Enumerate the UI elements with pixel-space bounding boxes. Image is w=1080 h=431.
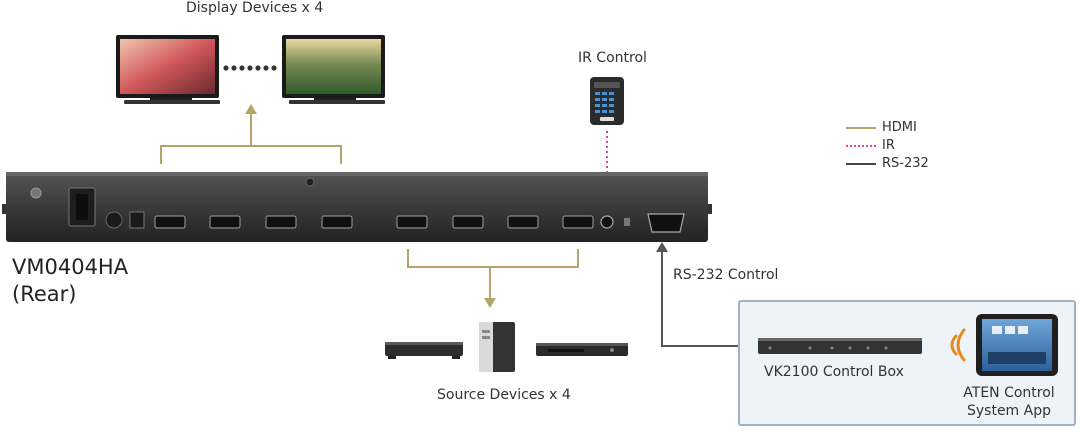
ellipsis-dots [223, 65, 277, 71]
legend-swatch-rs232 [846, 162, 876, 165]
arrow-down [484, 298, 496, 308]
app-label-line1: ATEN Control [963, 385, 1055, 401]
bluray-player-icon [385, 342, 463, 359]
rs232-control-label: RS-232 Control [673, 267, 779, 283]
legend-item-rs232: RS-232 [846, 156, 929, 171]
legend-item-hdmi: HDMI [846, 120, 917, 135]
model-view: (Rear) [12, 282, 77, 306]
hdmi-output-line [160, 112, 342, 164]
tablet-icon [976, 314, 1058, 376]
ir-control-label: IR Control [578, 50, 647, 66]
dvd-player-icon [536, 343, 628, 356]
pc-tower-icon [479, 322, 515, 372]
tv-icon [282, 35, 385, 104]
model-name: VM0404HA [12, 255, 129, 279]
vm0404ha-device [2, 172, 712, 242]
app-label-line2: System App [966, 403, 1051, 419]
legend-label: HDMI [882, 120, 917, 135]
control-system-panel: VK2100 Control Box ATEN Control System A… [738, 300, 1076, 426]
arrow-up [245, 104, 257, 114]
tv-icon [116, 35, 220, 104]
display-devices-label: Display Devices x 4 [186, 0, 324, 16]
remote-icon [590, 77, 624, 125]
model-label: VM0404HA (Rear) [12, 254, 128, 308]
arrow-up [656, 242, 668, 252]
rs232-line [661, 250, 757, 347]
legend-swatch-ir [846, 144, 876, 147]
source-devices-label: Source Devices x 4 [437, 387, 571, 403]
legend-item-ir: IR [846, 138, 895, 153]
hdmi-input-line [407, 249, 579, 300]
legend-swatch-hdmi [846, 126, 876, 129]
control-box-icon [758, 338, 922, 354]
app-label: ATEN Control System App [954, 384, 1064, 420]
panel-graphics [758, 314, 1058, 376]
legend-label: RS-232 [882, 156, 929, 171]
legend-label: IR [882, 138, 895, 153]
wireless-signal-icon [950, 328, 966, 362]
control-box-label: VK2100 Control Box [764, 364, 904, 380]
